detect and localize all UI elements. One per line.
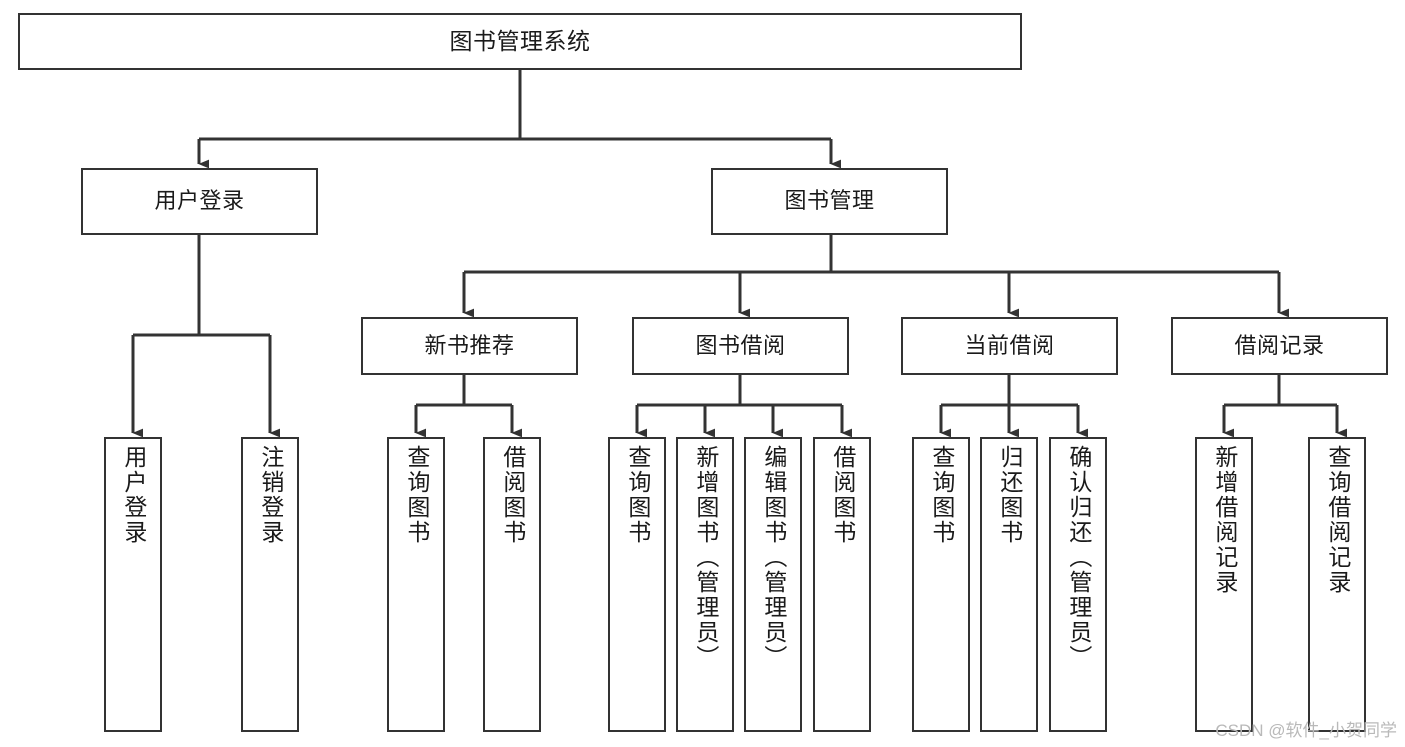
node-book-borrow[interactable]: 图书借阅 [632, 317, 849, 375]
node-user-login[interactable]: 用户登录 [81, 168, 318, 235]
node-label: 图书管理 [784, 188, 875, 214]
leaf-record-add-borrow-record[interactable]: 新增借阅记录 [1195, 437, 1253, 732]
node-label: 图书借阅 [695, 332, 786, 358]
node-label: 新书推荐 [424, 332, 515, 358]
leaf-record-query-borrow-record[interactable]: 查询借阅记录 [1308, 437, 1366, 732]
node-borrow-record[interactable]: 借阅记录 [1171, 317, 1388, 375]
leaf-user-login[interactable]: 用户登录 [104, 437, 162, 732]
node-label: 借阅记录 [1234, 332, 1325, 358]
node-label: 确认归还（管理员） [1065, 445, 1092, 670]
watermark: CSDN @软件_小贺同学 [1215, 721, 1397, 740]
node-book-management[interactable]: 图书管理 [711, 168, 948, 235]
node-label: 查询图书 [928, 445, 955, 545]
node-label: 新增借阅记录 [1211, 445, 1238, 595]
node-label: 用户登录 [154, 188, 245, 214]
node-label: 借阅图书 [829, 445, 856, 545]
node-label: 当前借阅 [964, 332, 1055, 358]
node-label: 新增图书（管理员） [692, 445, 719, 670]
leaf-current-confirm-return-admin[interactable]: 确认归还（管理员） [1049, 437, 1107, 732]
node-label: 注销登录 [257, 445, 284, 545]
leaf-borrow-add-book-admin[interactable]: 新增图书（管理员） [676, 437, 734, 732]
node-label: 查询图书 [624, 445, 651, 545]
node-label: 归还图书 [996, 445, 1023, 545]
leaf-current-query-book[interactable]: 查询图书 [912, 437, 970, 732]
node-label: 编辑图书（管理员） [760, 445, 787, 670]
node-new-book-recommend[interactable]: 新书推荐 [361, 317, 578, 375]
leaf-borrow-borrow-book[interactable]: 借阅图书 [813, 437, 871, 732]
node-root-book-management-system[interactable]: 图书管理系统 [18, 13, 1022, 70]
node-current-borrow[interactable]: 当前借阅 [901, 317, 1118, 375]
node-label: 用户登录 [120, 445, 147, 545]
leaf-current-return-book[interactable]: 归还图书 [980, 437, 1038, 732]
leaf-borrow-edit-book-admin[interactable]: 编辑图书（管理员） [744, 437, 802, 732]
node-label: 借阅图书 [499, 445, 526, 545]
leaf-logout[interactable]: 注销登录 [241, 437, 299, 732]
node-label: 查询借阅记录 [1324, 445, 1351, 595]
node-label: 查询图书 [403, 445, 430, 545]
node-label: 图书管理系统 [449, 27, 591, 54]
leaf-borrow-query-book[interactable]: 查询图书 [608, 437, 666, 732]
leaf-new-book-query-book[interactable]: 查询图书 [387, 437, 445, 732]
leaf-new-book-borrow-book[interactable]: 借阅图书 [483, 437, 541, 732]
